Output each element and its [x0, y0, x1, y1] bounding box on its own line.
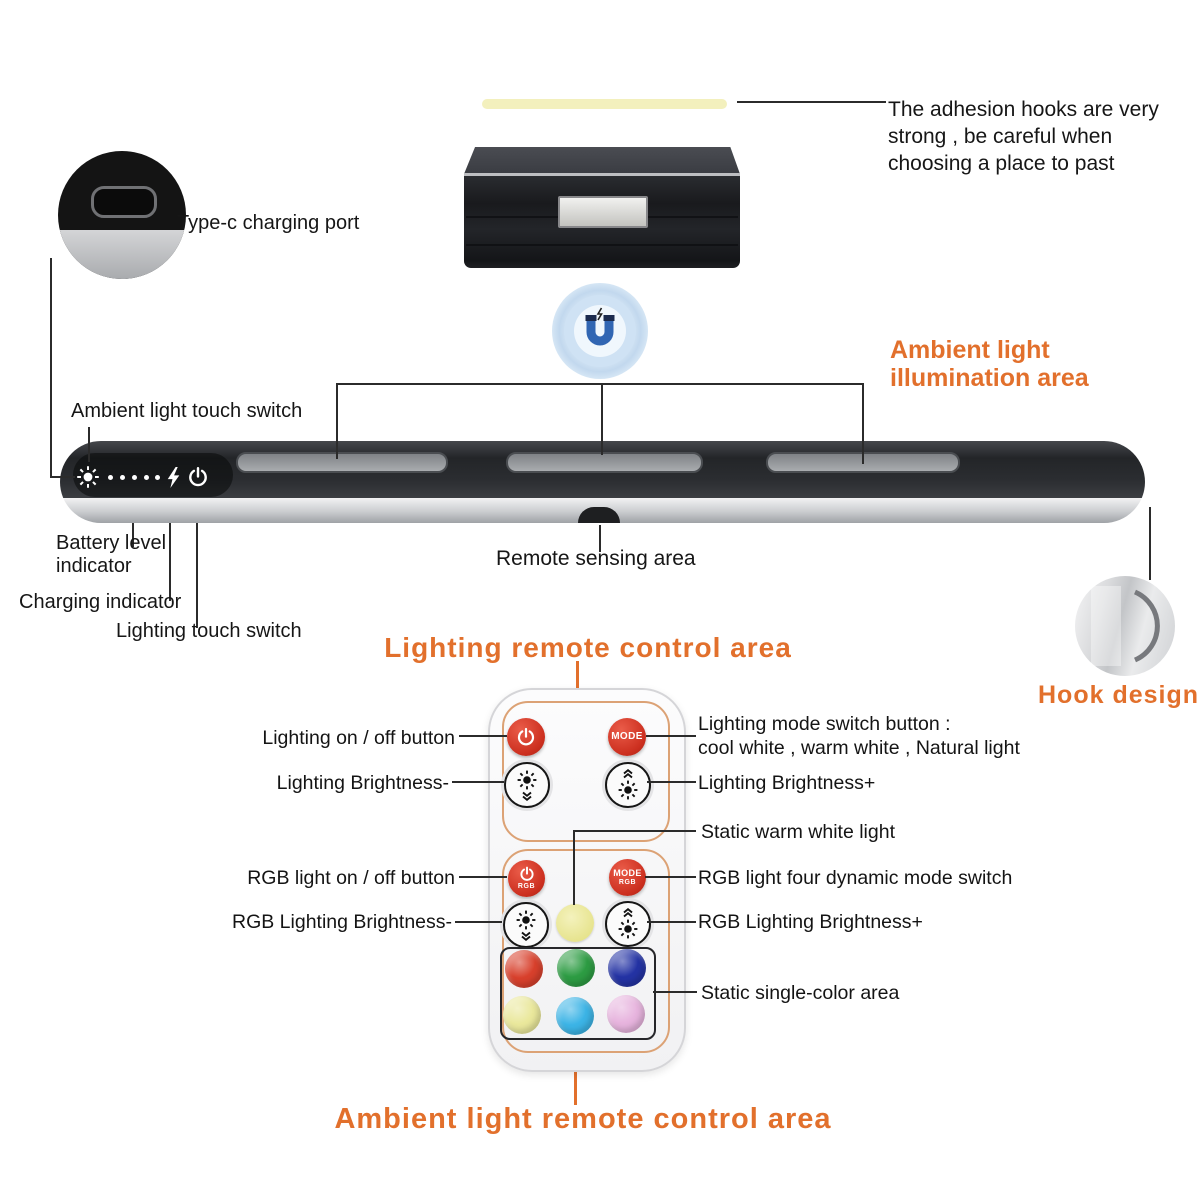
lighting-power-button	[507, 718, 545, 756]
color-button-blue	[608, 949, 646, 987]
adhesive-strip	[482, 99, 727, 109]
color-button-cyan	[556, 997, 594, 1035]
remote-sensor-dome	[578, 507, 620, 523]
ambient-touch-switch-label: Ambient light touch switch	[71, 400, 303, 422]
color-button-red	[505, 950, 543, 988]
bracket-top-face	[464, 147, 740, 174]
rgb-mode-button: MODE RGB	[609, 859, 646, 896]
color-button-yellow	[503, 996, 541, 1034]
hook-zoom-circle	[1075, 576, 1175, 676]
rgb-power-button: RGB	[508, 860, 545, 897]
sun-up-arrow-icon	[618, 908, 638, 939]
sun-down-arrow-icon	[517, 770, 537, 801]
single-color-grid	[500, 947, 656, 1040]
static-warm-white-label: Static warm white light	[701, 821, 895, 843]
remote-sensing-label: Remote sensing area	[496, 547, 696, 570]
lighting-remote-heading: Lighting remote control area	[384, 632, 792, 663]
sun-down-arrow-icon	[516, 910, 536, 941]
hook-design-label: Hook design	[1038, 681, 1200, 709]
lighting-mode-label-line2: cool white , warm white , Natural light	[698, 737, 1020, 759]
light-diffuser-slot-1	[236, 452, 448, 473]
lighting-on-off-label: Lighting on / off button	[262, 727, 455, 749]
lighting-touch-switch-label: Lighting touch switch	[116, 620, 302, 642]
rgb-brightness-minus-label: RGB Lighting Brightness-	[232, 911, 453, 933]
lighting-control-section	[502, 701, 670, 842]
power-icon	[189, 466, 207, 487]
rgb-on-off-label: RGB light on / off button	[247, 867, 455, 889]
bracket-metal-plate	[558, 196, 648, 228]
sun-up-arrow-icon	[618, 769, 638, 800]
ambient-remote-heading: Ambient light remote control area	[334, 1103, 832, 1135]
illumination-area-label: Ambient light illumination area	[890, 336, 1089, 392]
usb-c-port-icon	[91, 186, 157, 218]
rgb-brightness-plus-button	[605, 901, 651, 947]
orange-connector-top	[576, 661, 579, 702]
type-c-label: Type-c charging port	[177, 212, 360, 234]
static-single-color-label: Static single-color area	[701, 982, 900, 1004]
charging-indicator-label: Charging indicator	[19, 591, 182, 613]
leader-line-ambient-switch	[88, 427, 90, 462]
type-c-port-zoom	[58, 151, 186, 279]
leader-line-typec	[50, 258, 52, 478]
light-diffuser-slot-2	[506, 452, 703, 473]
leader-line-illumination	[336, 383, 864, 385]
lighting-brightness-plus-label: Lighting Brightness+	[698, 772, 876, 794]
lighting-mode-label-line1: Lighting mode switch button :	[698, 713, 951, 735]
mounting-bracket	[464, 147, 740, 268]
lighting-brightness-minus-button	[504, 762, 550, 808]
hook-crescent	[1091, 586, 1160, 666]
warm-white-button	[556, 904, 594, 942]
power-icon	[517, 727, 535, 746]
leader-line-hook	[1149, 507, 1151, 580]
rgb-mode-switch-label: RGB light four dynamic mode switch	[698, 867, 1013, 889]
horseshoe-magnet-glyph	[585, 307, 615, 346]
leader-line-adhesion	[737, 101, 886, 103]
color-button-pink	[607, 995, 645, 1033]
lightning-icon	[167, 467, 180, 488]
adhesion-note: The adhesion hooks are very strong , be …	[888, 98, 1159, 175]
power-icon	[519, 866, 534, 881]
rgb-brightness-minus-button	[503, 902, 549, 948]
lighting-mode-button: MODE	[608, 718, 646, 756]
lighting-brightness-plus-button	[605, 762, 651, 808]
rgb-brightness-plus-label: RGB Lighting Brightness+	[698, 911, 923, 933]
orange-connector-bottom	[574, 1051, 577, 1105]
battery-indicator-label: Battery level indicator	[56, 532, 167, 577]
bracket-edge-highlight	[464, 173, 740, 176]
magnet-icon	[552, 283, 648, 379]
color-button-green	[557, 949, 595, 987]
lighting-brightness-minus-label: Lighting Brightness-	[276, 772, 449, 794]
sun-icon	[77, 466, 99, 488]
